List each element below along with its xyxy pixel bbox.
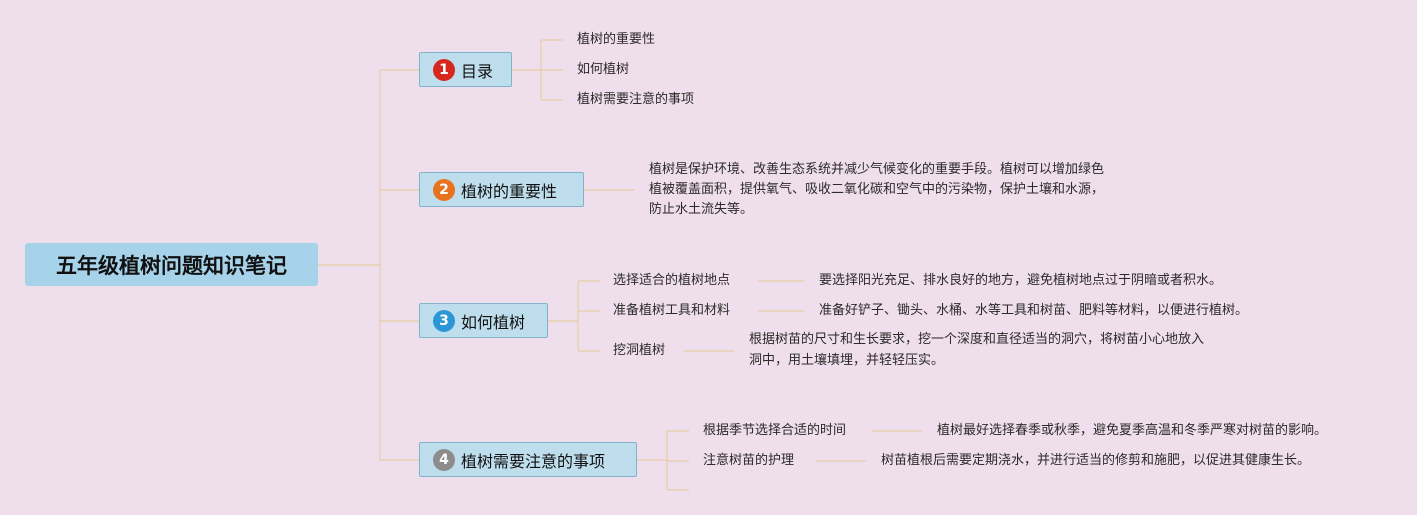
subtopic-choose-season[interactable]: 根据季节选择合适的时间 bbox=[703, 423, 847, 438]
importance-description-line-3: 防止水土流失等。 bbox=[649, 202, 754, 217]
detail-dig-and-plant-line-2: 洞中，用土壤填埋，并轻轻压实。 bbox=[749, 353, 945, 368]
detail-choose-location: 要选择阳光充足、排水良好的地方，避免植树地点过于阴暗或者积水。 bbox=[819, 273, 1223, 288]
branch-label: 目录 bbox=[461, 61, 494, 81]
number-badge-2: 2 bbox=[433, 178, 455, 201]
branch-importance[interactable]: 2 植树的重要性 bbox=[419, 172, 584, 207]
detail-seedling-care: 树苗植根后需要定期浇水，并进行适当的修剪和施肥，以促进其健康生长。 bbox=[881, 453, 1311, 468]
contents-item-precautions[interactable]: 植树需要注意的事项 bbox=[577, 92, 695, 107]
branch-label: 如何植树 bbox=[461, 312, 526, 332]
contents-item-importance[interactable]: 植树的重要性 bbox=[577, 32, 656, 47]
branch-contents[interactable]: 1 目录 bbox=[419, 52, 512, 87]
detail-dig-and-plant-line-1: 根据树苗的尺寸和生长要求，挖一个深度和直径适当的洞穴，将树苗小心地放入 bbox=[749, 332, 1205, 347]
importance-description-line-2: 植被覆盖面积，提供氧气、吸收二氧化碳和空气中的污染物，保护土壤和水源， bbox=[649, 182, 1105, 197]
number-badge-1: 1 bbox=[433, 58, 455, 81]
contents-item-how-to-plant[interactable]: 如何植树 bbox=[577, 62, 630, 77]
root-topic[interactable]: 五年级植树问题知识笔记 bbox=[25, 243, 318, 286]
branch-precautions[interactable]: 4 植树需要注意的事项 bbox=[419, 442, 637, 477]
number-badge-3: 3 bbox=[433, 309, 455, 332]
detail-prepare-tools: 准备好铲子、锄头、水桶、水等工具和树苗、肥料等材料，以便进行植树。 bbox=[819, 303, 1249, 318]
branch-label: 植树的重要性 bbox=[461, 181, 558, 201]
detail-choose-season: 植树最好选择春季或秋季，避免夏季高温和冬季严寒对树苗的影响。 bbox=[937, 423, 1328, 438]
subtopic-dig-and-plant[interactable]: 挖洞植树 bbox=[613, 343, 666, 358]
branch-label: 植树需要注意的事项 bbox=[461, 451, 606, 471]
subtopic-prepare-tools[interactable]: 准备植树工具和材料 bbox=[613, 303, 731, 318]
branch-how-to-plant[interactable]: 3 如何植树 bbox=[419, 303, 548, 338]
importance-description-line-1: 植树是保护环境、改善生态系统并减少气候变化的重要手段。植树可以增加绿色 bbox=[649, 162, 1105, 177]
subtopic-seedling-care[interactable]: 注意树苗的护理 bbox=[703, 453, 795, 468]
subtopic-choose-location[interactable]: 选择适合的植树地点 bbox=[613, 273, 731, 288]
number-badge-4: 4 bbox=[433, 448, 455, 471]
